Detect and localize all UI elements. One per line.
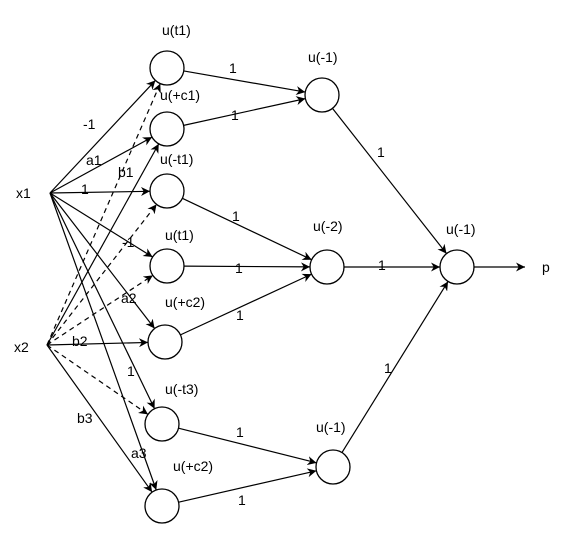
edge-h5-g2 — [180, 273, 312, 336]
node-h3 — [149, 173, 185, 209]
edge-weight-label: a1 — [86, 152, 102, 168]
edge-weight-label: 1 — [236, 424, 244, 440]
node-label-g2: u(-2) — [313, 218, 343, 234]
edge-x1-h1 — [49, 80, 156, 194]
node-o — [439, 249, 475, 285]
node-label-g1: u(-1) — [308, 49, 338, 65]
edge-h4-g2 — [183, 262, 311, 272]
edge-h6-g3 — [178, 427, 317, 466]
node-h2 — [149, 111, 185, 147]
edge-weight-label: 1 — [81, 181, 89, 197]
edge-weight-label: 1 — [377, 144, 385, 160]
edge-weight-label: a3 — [131, 445, 147, 461]
node-label-h1: u(t1) — [162, 22, 191, 38]
node-label-h7: u(+c2) — [173, 458, 213, 474]
edge-h3-g2 — [182, 197, 312, 261]
edge-weight-label: -1 — [122, 234, 135, 250]
edge-weight-label: 1 — [231, 107, 239, 123]
node-label-g3: u(-1) — [316, 419, 346, 435]
edge-g3-o — [341, 281, 449, 453]
edge-h7-g3 — [178, 468, 317, 503]
edge-x1-h5 — [49, 192, 156, 329]
node-h4 — [149, 248, 185, 284]
node-h5 — [147, 324, 183, 360]
edge-weight-label: 1 — [127, 363, 135, 379]
edge-x2-h5 — [46, 338, 149, 348]
edge-x1-h4 — [49, 192, 153, 258]
edge-weight-label: -1 — [83, 116, 96, 132]
node-h7 — [144, 488, 180, 524]
edge-x2-h4 — [46, 274, 154, 346]
nodes-layer — [144, 50, 475, 524]
edge-weight-label: 1 — [229, 60, 237, 76]
edge-x2-h1 — [46, 83, 161, 346]
node-label-h6: u(-t3) — [165, 381, 198, 397]
node-label-h4: u(t1) — [165, 227, 194, 243]
edge-x1-h2 — [49, 136, 153, 194]
node-g2 — [309, 249, 345, 285]
edge-weight-label: a2 — [121, 290, 137, 306]
edge-x2-h3 — [46, 204, 158, 346]
node-label-h2: u(+c1) — [160, 87, 200, 103]
edge-weight-label: b1 — [118, 164, 134, 180]
edge-weight-label: 1 — [236, 307, 244, 323]
edge-weight-label: 1 — [238, 492, 246, 508]
node-label-h5: u(+c2) — [165, 294, 205, 310]
edge-x2-h2 — [46, 143, 160, 346]
node-g1 — [304, 77, 340, 113]
edge-weight-label: b3 — [77, 410, 93, 426]
edge-weight-label: 1 — [384, 360, 392, 376]
node-g3 — [315, 449, 351, 485]
edge-x1-h7 — [49, 192, 158, 491]
output-label: p — [542, 259, 550, 275]
edge-weight-label: 1 — [232, 208, 240, 224]
edge-weight-label: 1 — [378, 257, 386, 273]
edge-weight-label: b2 — [72, 333, 88, 349]
edge-x2-h6 — [46, 344, 149, 415]
input-label-x1: x1 — [16, 185, 31, 201]
node-h6 — [144, 406, 180, 442]
node-label-h3: u(-t1) — [160, 151, 193, 167]
labels-layer: -1 a1 1 -1 a2 1 a3 b1 b2 b3 1 1 1 1 1 1 1 1 1 1 u(t1) u(+c1) u… — [14, 22, 550, 508]
node-h1 — [149, 50, 185, 86]
edge-h2-g1 — [183, 96, 306, 126]
edge-h1-g1 — [183, 70, 306, 95]
edges-layer — [46, 70, 525, 503]
edge-weight-label: 1 — [235, 260, 243, 276]
input-label-x2: x2 — [14, 339, 29, 355]
edge-x1-h6 — [49, 192, 156, 409]
node-label-o: u(-1) — [446, 221, 476, 237]
edge-x1-h3 — [49, 186, 151, 196]
edge-x2-h7 — [46, 344, 153, 493]
edge-g1-o — [332, 108, 447, 254]
